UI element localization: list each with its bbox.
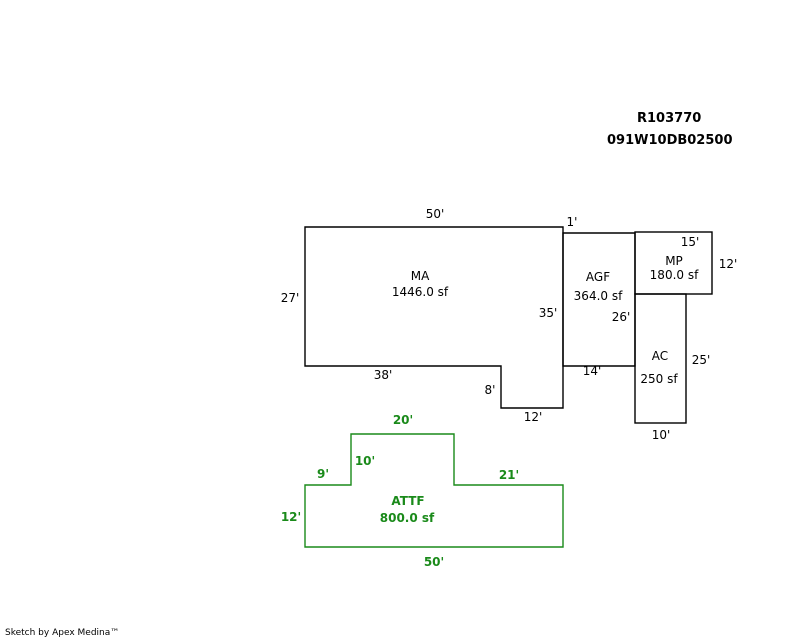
dim-ac-bottom: 10' (652, 428, 671, 442)
dim-attf-top: 20' (393, 413, 413, 427)
dim-mp-top: 15' (681, 235, 700, 249)
dim-ma-bottom: 38' (374, 368, 393, 382)
dim-ma-step: 8' (485, 383, 496, 397)
dim-ma-notch-bottom: 12' (524, 410, 543, 424)
ma-area: 1446.0 sf (392, 285, 449, 299)
agf-area: 364.0 sf (574, 289, 623, 303)
mp-name: MP (665, 254, 683, 268)
dim-mp-right: 12' (719, 257, 738, 271)
sketch-credit: Sketch by Apex Medina™ (5, 628, 120, 638)
dim-attf-right-step: 21' (499, 468, 519, 482)
ac-name: AC (652, 349, 668, 363)
attf-area: 800.0 sf (380, 511, 435, 525)
dim-attf-bottom: 50' (424, 555, 444, 569)
dim-agf-bottom: 14' (583, 364, 602, 378)
dim-agf-top: 1' (567, 215, 578, 229)
dim-ac-right: 25' (692, 353, 711, 367)
attf-name: ATTF (391, 494, 424, 508)
dim-ma-left: 27' (281, 291, 300, 305)
agf-name: AGF (586, 270, 610, 284)
dim-agf-right: 26' (612, 310, 631, 324)
dim-attf-inner: 10' (355, 454, 375, 468)
area-attf-outline (304, 433, 564, 548)
mp-area: 180.0 sf (650, 268, 699, 282)
parcel-id: R103770 (637, 111, 702, 126)
dim-ma-right: 35' (539, 306, 558, 320)
map-number: 091W10DB02500 (607, 133, 733, 148)
area-ac-outline (634, 293, 687, 424)
ma-name: MA (411, 269, 430, 283)
dim-attf-left-step: 9' (317, 467, 329, 481)
ac-area: 250 sf (640, 372, 678, 386)
dim-ma-top: 50' (426, 207, 445, 221)
area-ma-outline (304, 226, 564, 409)
dim-attf-left: 12' (281, 510, 301, 524)
